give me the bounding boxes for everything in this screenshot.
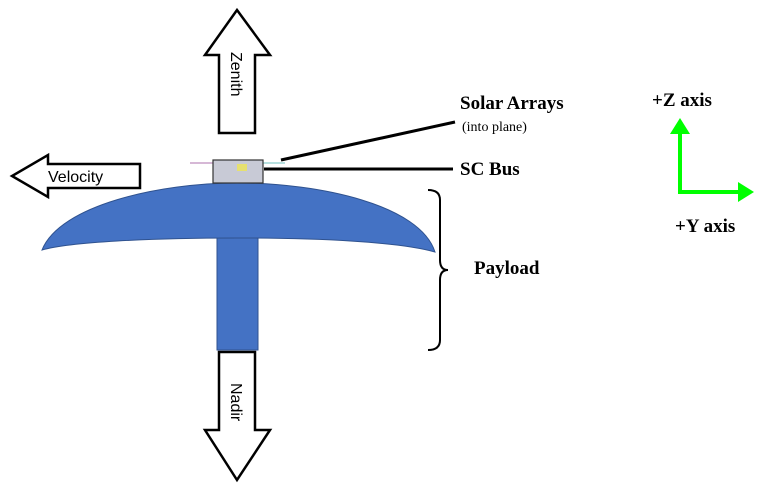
solar-arrays-label: Solar Arrays	[460, 93, 564, 114]
nadir-arrow: Nadir	[202, 350, 273, 483]
solar-arrays-leader	[280, 120, 456, 162]
velocity-label: Velocity	[48, 169, 103, 186]
payload-bracket	[427, 189, 449, 351]
velocity-arrow: Velocity	[9, 152, 142, 200]
z-axis-label: +Z axis	[652, 90, 712, 111]
zenith-arrow: Zenith	[202, 7, 273, 135]
solar-arrays-note: (into plane)	[462, 120, 527, 135]
payload	[41, 182, 436, 351]
nadir-label: Nadir	[227, 383, 244, 422]
axes-indicator	[670, 118, 754, 202]
spacecraft-bus	[190, 159, 285, 184]
y-axis-label: +Y axis	[675, 216, 736, 237]
sc-bus-label: SC Bus	[460, 159, 520, 180]
zenith-label: Zenith	[227, 52, 244, 96]
payload-label: Payload	[474, 258, 540, 279]
